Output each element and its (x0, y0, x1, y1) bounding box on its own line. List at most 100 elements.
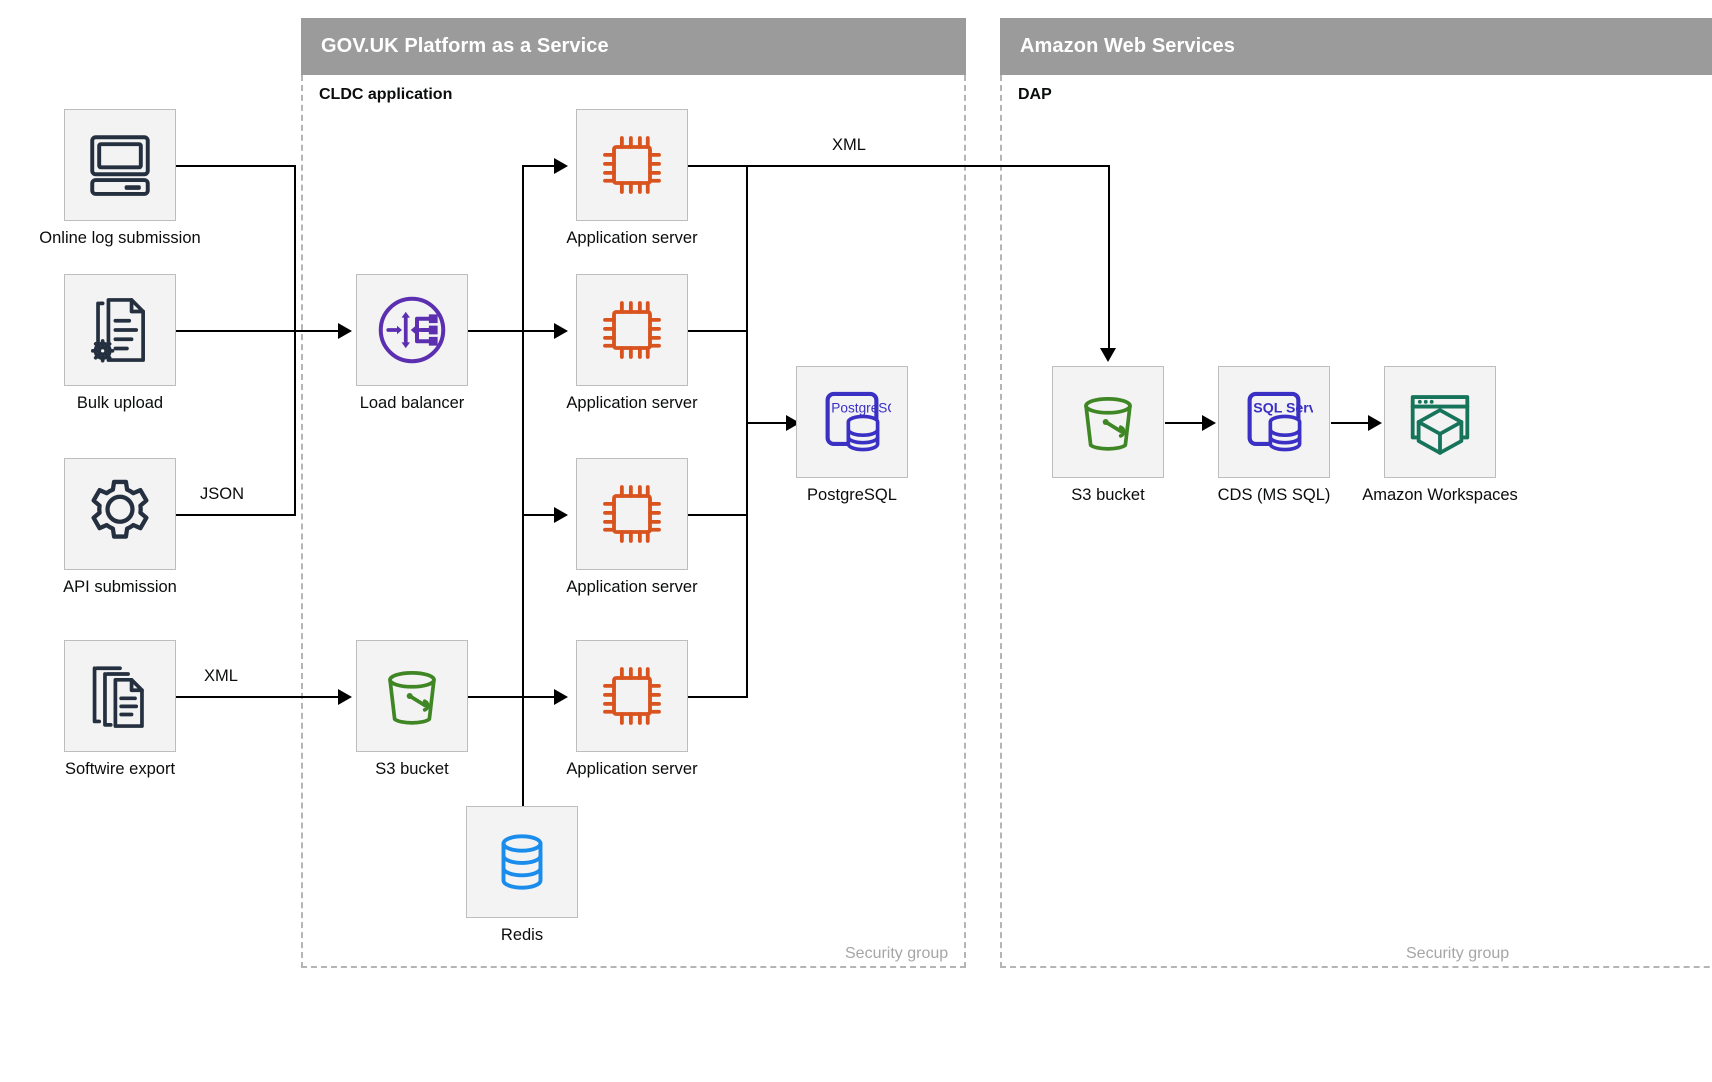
load-balancer-icon (378, 296, 446, 364)
connector-bus-to-lb (176, 330, 346, 332)
sub-label-dap: DAP (1018, 86, 1052, 103)
amazon-workspaces-icon (1410, 395, 1470, 455)
connector-app1-out (688, 165, 1108, 167)
postgresql-icon: PostgreSQL (825, 391, 891, 452)
label-softwire-export: Softwire export (64, 760, 176, 778)
node-bulk-upload[interactable]: Bulk upload (64, 274, 176, 412)
connector-s3-to-cds (1165, 422, 1205, 424)
connector-fan-bus (522, 165, 524, 813)
connector-api-h (176, 514, 296, 516)
s3-bucket-icon (1084, 397, 1132, 451)
tile-amazon-workspaces (1384, 366, 1496, 478)
node-s3-bucket-aws[interactable]: S3 bucket (1052, 366, 1164, 504)
label-bulk-upload: Bulk upload (76, 394, 164, 412)
arrow-app-server-1 (554, 158, 568, 174)
document-gear-icon (90, 298, 145, 363)
cpu-chip-icon (603, 136, 661, 194)
edge-label-json: JSON (196, 485, 249, 504)
connector-softwire-h (176, 696, 346, 698)
node-s3-bucket-paas[interactable]: S3 bucket (356, 640, 468, 778)
node-online-log-submission[interactable]: Online log submission (39, 109, 201, 247)
node-application-server-2[interactable]: Application server (566, 274, 698, 412)
connector-bus-to-postgres (746, 422, 796, 424)
label-application-server-3: Application server (566, 578, 698, 596)
tile-softwire-export (64, 640, 176, 752)
connector-app2-out (688, 330, 748, 332)
arrow-s3-bucket-paas (338, 689, 352, 705)
arrow-workspaces (1368, 415, 1382, 431)
gear-icon (91, 479, 149, 539)
connector-left-bus-v (294, 165, 296, 515)
arrow-app-server-4 (554, 689, 568, 705)
connector-app3-out (688, 514, 748, 516)
tile-application-server-1 (576, 109, 688, 221)
arrow-cds (1202, 415, 1216, 431)
node-cds-ms-sql[interactable]: SQL Server CDS (MS SQL) (1218, 366, 1330, 504)
svg-text:PostgreSQL: PostgreSQL (831, 400, 891, 415)
connector-fan-app2 (522, 330, 558, 332)
node-redis[interactable]: Redis (466, 806, 578, 944)
tile-postgresql: PostgreSQL (796, 366, 908, 478)
connector-online-log-h (176, 165, 296, 167)
tile-application-server-2 (576, 274, 688, 386)
tile-s3-bucket-aws (1052, 366, 1164, 478)
label-online-log-submission: Online log submission (39, 229, 201, 247)
node-application-server-1[interactable]: Application server (566, 109, 698, 247)
label-application-server-4: Application server (566, 760, 698, 778)
connector-xml-down-to-s3 (1108, 165, 1110, 350)
s3-bucket-icon (388, 671, 436, 725)
node-application-server-3[interactable]: Application server (566, 458, 698, 596)
tile-api-submission (64, 458, 176, 570)
security-group-box-paas (301, 75, 966, 968)
label-application-server-1: Application server (566, 229, 698, 247)
document-stack-icon (92, 666, 144, 728)
connector-collector-bus (746, 165, 748, 697)
label-cds-ms-sql: CDS (MS SQL) (1217, 486, 1331, 504)
edge-label-xml-export: XML (828, 136, 870, 155)
arrow-app-server-3 (554, 507, 568, 523)
connector-s3-to-app4 (468, 696, 524, 698)
svg-text:SQL Server: SQL Server (1253, 399, 1313, 415)
node-api-submission[interactable]: API submission (63, 458, 177, 596)
label-api-submission: API submission (63, 578, 177, 596)
connector-redis-up (522, 696, 524, 811)
label-postgresql: PostgreSQL (807, 486, 897, 504)
label-s3-bucket-aws: S3 bucket (1071, 486, 1145, 504)
sql-server-icon: SQL Server (1247, 391, 1313, 452)
tile-online-log-submission (64, 109, 176, 221)
connector-fan-app4 (522, 696, 558, 698)
cpu-chip-icon (603, 485, 661, 543)
arrow-app-server-2 (554, 323, 568, 339)
redis-database-icon (501, 834, 543, 890)
connector-app4-out (688, 696, 748, 698)
group-header-aws: Amazon Web Services (1000, 18, 1712, 75)
label-application-server-2: Application server (566, 394, 698, 412)
node-softwire-export[interactable]: Softwire export (64, 640, 176, 778)
connector-fan-app1 (522, 165, 558, 167)
cpu-chip-icon (603, 301, 661, 359)
arrow-s3-bucket-aws (1100, 348, 1116, 362)
connector-lb-out (468, 330, 524, 332)
arrow-to-load-balancer (338, 323, 352, 339)
edge-label-xml-softwire: XML (200, 667, 242, 686)
group-title-paas: GOV.UK Platform as a Service (321, 35, 609, 57)
label-s3-bucket-paas: S3 bucket (375, 760, 449, 778)
tile-application-server-4 (576, 640, 688, 752)
tile-application-server-3 (576, 458, 688, 570)
node-postgresql[interactable]: PostgreSQL PostgreSQL (796, 366, 908, 504)
connector-cds-to-workspaces (1331, 422, 1371, 424)
tile-redis (466, 806, 578, 918)
desktop-computer-icon (90, 135, 150, 196)
tile-bulk-upload (64, 274, 176, 386)
tile-cds-ms-sql: SQL Server (1218, 366, 1330, 478)
cpu-chip-icon (603, 667, 661, 725)
connector-fan-app3 (522, 514, 558, 516)
security-group-box-aws (1000, 75, 1712, 968)
label-load-balancer: Load balancer (359, 394, 465, 412)
node-load-balancer[interactable]: Load balancer (356, 274, 468, 412)
node-application-server-4[interactable]: Application server (566, 640, 698, 778)
tile-load-balancer (356, 274, 468, 386)
label-amazon-workspaces: Amazon Workspaces (1362, 486, 1518, 504)
node-amazon-workspaces[interactable]: Amazon Workspaces (1362, 366, 1518, 504)
group-title-aws: Amazon Web Services (1020, 35, 1235, 57)
